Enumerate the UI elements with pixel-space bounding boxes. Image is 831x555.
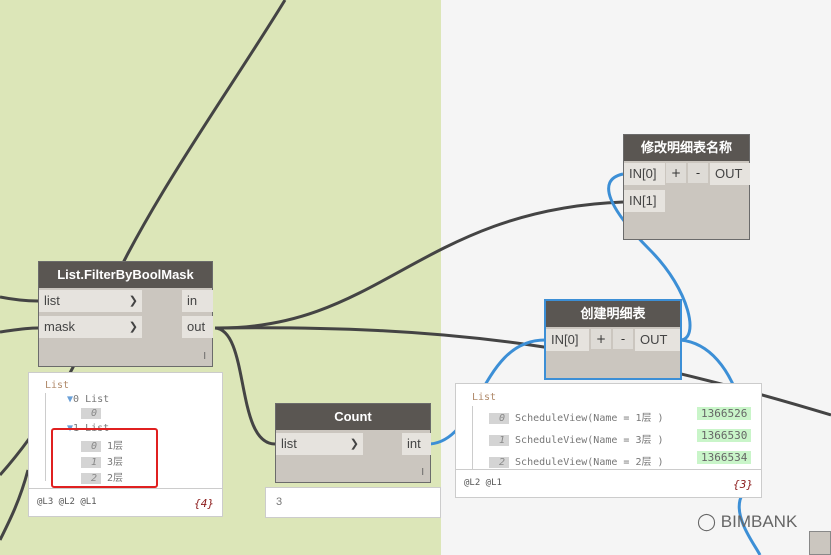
add-input-button[interactable]: + [666, 163, 686, 183]
element-id-link[interactable]: 1366530 [697, 429, 752, 442]
output-port-out[interactable]: OUT [710, 163, 750, 185]
output-port-in[interactable]: in [182, 290, 213, 312]
wire [214, 326, 276, 446]
preview-footer: @L3 @L2 @L1 {4} [29, 488, 222, 516]
partial-node[interactable] [809, 531, 831, 555]
input-port-mask[interactable]: mask ❯ [39, 316, 142, 338]
item-count: {4} [194, 497, 214, 510]
preview-item: 0 1层 [81, 437, 123, 452]
wire [214, 200, 624, 330]
lacing-indicator: l [421, 468, 424, 478]
wire [0, 469, 30, 541]
chevron-right-icon: ❯ [128, 295, 138, 307]
element-id-link[interactable]: 1366526 [697, 407, 752, 420]
wire [0, 326, 39, 334]
node-count[interactable]: Count list ❯ int l [275, 403, 431, 483]
count-preview[interactable]: 3 [265, 487, 441, 518]
node-list-filterbyboolmask[interactable]: List.FilterByBoolMask list ❯ mask ❯ in out… [38, 261, 213, 367]
preview-root: List [472, 392, 497, 403]
preview-item: 2 ScheduleView(Name = 2层 ) [489, 453, 664, 468]
preview-item: 0 ScheduleView(Name = 1层 ) [489, 409, 664, 424]
preview-footer: @L2 @L1 {3} [456, 469, 761, 497]
preview-sublist: ▼0 List [67, 394, 110, 405]
wechat-icon: ◯ [697, 512, 717, 531]
node-title: Count [276, 404, 430, 430]
preview-root: List [45, 380, 70, 391]
preview-item: 2 2层 [81, 469, 123, 484]
wire [0, 295, 39, 303]
level-labels: @L3 @L2 @L1 [37, 497, 97, 507]
remove-input-button[interactable]: - [613, 329, 633, 349]
port-label: mask [44, 319, 76, 334]
node-title: 创建明细表 [546, 301, 680, 327]
port-label: list [44, 293, 60, 308]
preview-item: 1 3层 [81, 453, 123, 468]
node-create-schedule[interactable]: 创建明细表 IN[0] + - OUT [544, 299, 682, 380]
wire-selected [607, 172, 692, 342]
lacing-indicator: l [203, 352, 206, 362]
output-port-out[interactable]: OUT [635, 329, 680, 351]
filter-preview[interactable]: List ▼0 List 0 ▼1 List 0 1层 1 3层 2 2层 @L… [28, 372, 223, 517]
node-title: 修改明细表名称 [624, 135, 749, 161]
chevron-right-icon: ❯ [128, 321, 138, 333]
item-count: {3} [733, 478, 753, 491]
level-labels: @L2 @L1 [464, 478, 502, 488]
output-port-out[interactable]: out [182, 316, 213, 338]
highlight-box [51, 428, 158, 488]
input-port-in0[interactable]: IN[0] [624, 163, 665, 185]
input-port-in1[interactable]: IN[1] [624, 190, 665, 212]
create-preview[interactable]: List 0 ScheduleView(Name = 1层 ) 1 Schedu… [455, 383, 762, 498]
port-label: list [281, 436, 297, 451]
element-id-link[interactable]: 1366534 [697, 451, 752, 464]
input-port-in0[interactable]: IN[0] [546, 329, 589, 351]
output-port-int[interactable]: int [402, 433, 431, 455]
preview-item: 1 ScheduleView(Name = 3层 ) [489, 431, 664, 446]
watermark: ◯ BIMBANK [697, 512, 798, 531]
add-input-button[interactable]: + [591, 329, 611, 349]
input-port-list[interactable]: list ❯ [276, 433, 363, 455]
node-title: List.FilterByBoolMask [39, 262, 212, 288]
node-rename-schedule[interactable]: 修改明细表名称 IN[0] IN[1] + - OUT [623, 134, 750, 240]
input-port-list[interactable]: list ❯ [39, 290, 142, 312]
preview-item: 0 [81, 408, 101, 419]
remove-input-button[interactable]: - [688, 163, 708, 183]
chevron-right-icon: ❯ [349, 438, 359, 450]
